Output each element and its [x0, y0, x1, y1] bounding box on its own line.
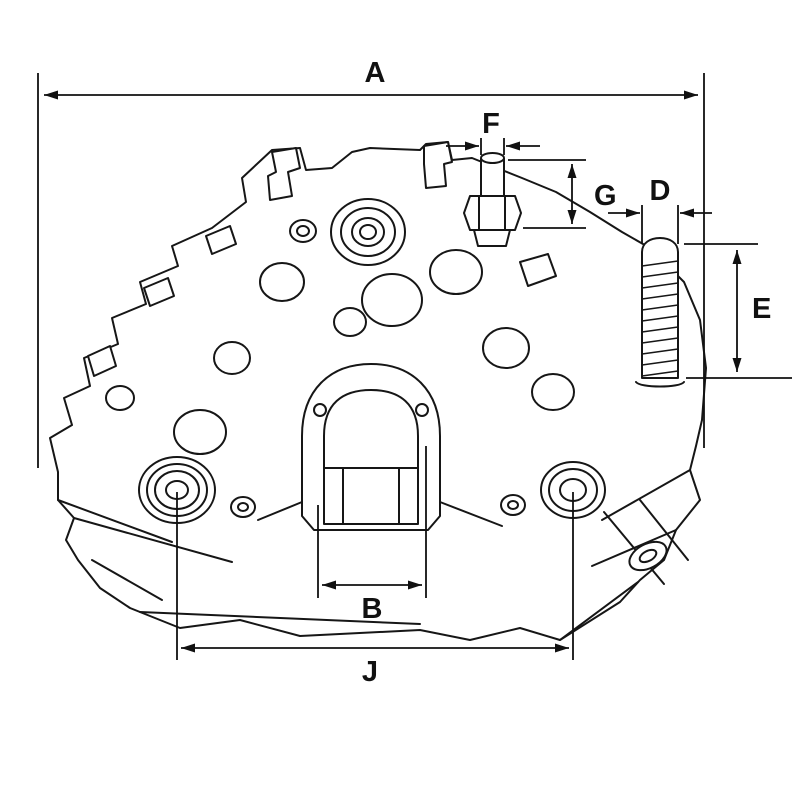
right-bracket [603, 499, 689, 585]
dimension-a: A [37, 57, 705, 468]
dim-label-b: B [362, 593, 383, 625]
base-step-lines [57, 469, 691, 641]
dim-label-j: J [362, 656, 378, 688]
dimension-j: J [176, 492, 574, 688]
edge-tabs [87, 141, 557, 377]
plate-holes [105, 249, 575, 455]
dim-label-g: G [594, 180, 617, 212]
dimension-f: F [446, 108, 540, 155]
thread-lines [641, 260, 679, 377]
dim-label-a: A [365, 57, 386, 89]
dimension-b: B [317, 446, 427, 625]
top-stud [463, 152, 522, 247]
center-connector [301, 363, 441, 531]
center-terminal-rings [289, 198, 406, 266]
part-drawing [49, 141, 707, 641]
dimension-e: E [684, 243, 792, 379]
dim-label-e: E [752, 293, 771, 325]
dimension-d: D [608, 175, 712, 244]
dim-label-d: D [650, 175, 671, 207]
dim-label-f: F [482, 108, 500, 140]
threaded-stud [635, 237, 685, 388]
dimension-g: G [508, 159, 617, 229]
